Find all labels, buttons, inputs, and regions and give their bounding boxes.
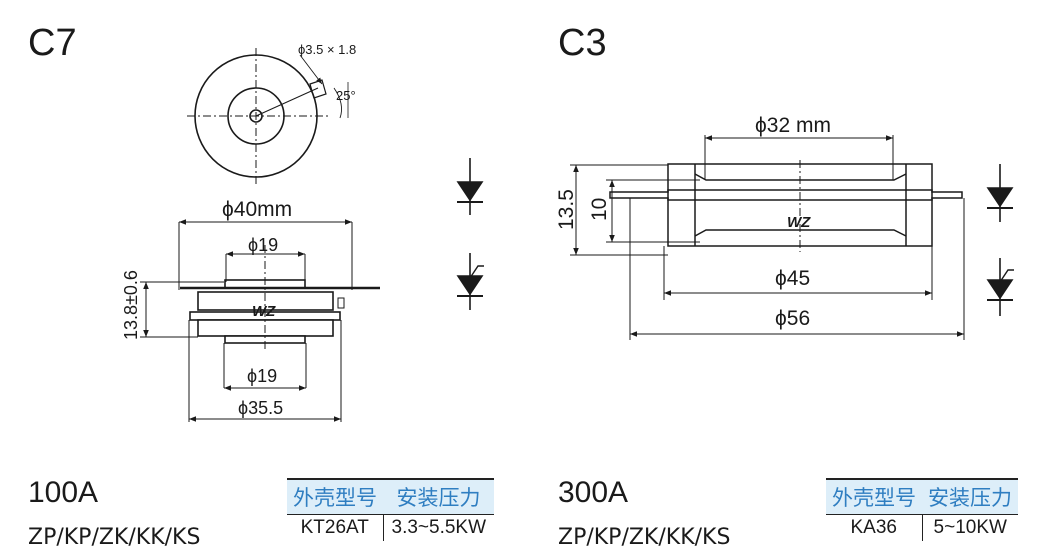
c7-hole-dim: ϕ3.5 × 1.8 [298,42,356,57]
c3-flange-dim: ϕ56 [775,307,810,330]
c3-rating: 300A [558,476,629,509]
c7-header-case: 外壳型号 [287,478,383,515]
package-c7-title: C7 [28,22,77,64]
c3-types: ZP/KP/ZK/KK/KS [558,525,731,550]
c3-symbols [986,164,1014,316]
c7-flange-dim: ϕ40mm [222,198,292,221]
package-c3-title: C3 [558,22,607,64]
c3-height-inner-dim: 10 [588,198,611,221]
c7-logo: WZ [252,303,276,320]
c3-spec-table: 外壳型号 安装压力 KA36 5~10KW [826,478,1018,541]
c7-top-pole-dim: ϕ19 [248,235,278,255]
c7-spec-table: 外壳型号 安装压力 KT26AT 3.3~5.5KW [287,478,495,541]
c7-bottom-pole-dim: ϕ19 [247,366,277,386]
c3-side-view [609,160,963,252]
c3-case-value: KA36 [850,517,897,538]
c7-top-view [187,48,349,184]
c7-types: ZP/KP/ZK/KK/KS [28,525,201,550]
c3-logo: WZ [787,214,811,231]
c7-case-value: KT26AT [300,517,369,538]
c7-angle-dim: 25° [336,88,356,103]
c7-side-view [180,245,380,350]
c7-symbols [456,158,484,310]
c3-header-pressure: 安装压力 [922,478,1018,515]
c7-base-dim: ϕ35.5 [238,398,283,418]
c3-pressure-value: 5~10KW [921,514,1018,541]
c7-rating: 100A [28,476,99,509]
c7-header-pressure: 安装压力 [383,478,495,515]
c3-body-dim: ϕ45 [775,267,810,290]
c3-height-outer-dim: 13.5 [555,189,578,230]
c7-pressure-value: 3.3~5.5KW [382,514,495,541]
c7-height-dim: 13.8±0.6 [121,270,141,340]
c3-header-case: 外壳型号 [826,478,922,515]
c3-pole-dim: ϕ32 mm [755,114,831,137]
